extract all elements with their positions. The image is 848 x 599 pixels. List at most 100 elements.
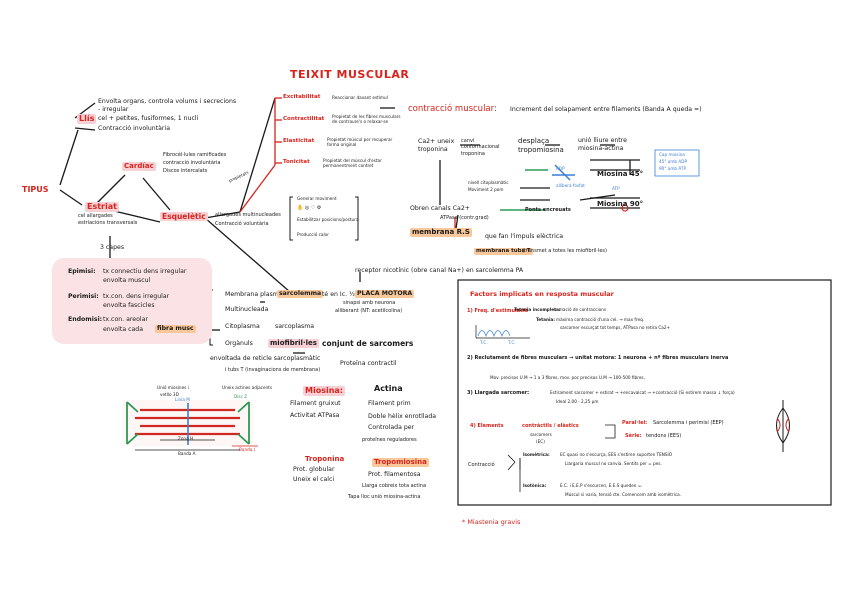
allibera-fosfat: allibera fosfat: [556, 183, 585, 188]
sinapsi-label: sinapsi amb neurona: [343, 300, 396, 306]
sarcolemma-label: sarcolemma: [277, 290, 324, 298]
isometrica-desc: Llargaria muscul no canvia. Sentits per …: [565, 461, 662, 466]
cardiac-label: Cardíac: [122, 162, 156, 171]
banda-i-label: Banda I: [239, 447, 255, 452]
moviment-line: Estabilitzar posicions/postura: [297, 217, 359, 222]
factor-1b-desc: sarcomer escurçat tot temps, ATPasa no r…: [560, 325, 671, 330]
miastenia-note: * Miastenia gravis: [462, 518, 521, 526]
propietat-name: Tonicitat: [283, 159, 310, 165]
membrana-tubs: membrana tubs T: [474, 248, 533, 255]
contraccio-desc: Increment del solapament entre filaments…: [510, 106, 702, 113]
troponina-desc: Uneix el calci: [293, 476, 335, 483]
arrow-tipus-llis: [59, 129, 79, 186]
tropomiosina-label: Tropomiosina: [372, 458, 429, 467]
ca-troponina: Ca2+ uneix troponina: [418, 138, 455, 153]
isotonica-desc: Múscul si varia, tensió cte. Comencem am…: [565, 492, 682, 497]
epimisi-label: Epimisi:: [68, 268, 96, 275]
miosina-label: Miosina:: [303, 386, 345, 396]
sarcoplasma-label: sarcoplasma: [275, 323, 315, 330]
epimisi-desc: envolta muscul: [103, 277, 151, 284]
cardiac-desc: contracció involuntària: [163, 160, 221, 166]
linia-m-label: Línia M: [175, 397, 190, 402]
atp-label: ATP: [612, 186, 620, 191]
receptor-note: receptor nicotínic (obre canal Na+) en s…: [355, 267, 524, 274]
tipus-label: TIPUS: [22, 185, 49, 194]
contraccio-label: contracció muscular:: [408, 104, 497, 114]
canvi-conformacional: canvi conformacional troponina: [461, 138, 500, 157]
factors-title: Factors implicats en resposta muscular: [470, 290, 614, 298]
actina-desc: Doble hèlix enrotllada: [368, 413, 437, 420]
impuls-label: que fan l'impuls elèctrica: [485, 233, 564, 240]
propietat-desc: Reaccionar davant estímul: [332, 95, 388, 100]
endomisi-desc: tx.con. areolar: [103, 316, 148, 323]
propietat-desc: Propietat del múscul d'estar permanentme…: [323, 158, 382, 169]
factor-3-ideal: Ideal 2,00 - 2,25 μm: [556, 399, 599, 404]
multinucleada-label: Multinucleada: [225, 306, 269, 313]
perimisi-desc: envolta fascicles: [103, 302, 155, 309]
contraccio-type-label: Contracció: [468, 462, 495, 468]
citoplasma-label: Citoplasma: [225, 323, 260, 330]
llis-desc: Contracció involuntària: [98, 125, 170, 132]
propietat-desc: Propietat de les fibres musculars de con…: [332, 114, 401, 125]
arrow-tipus-estriat: [59, 189, 83, 206]
banda-a-label: Banda A: [178, 451, 196, 456]
moviment-line: Producció calor: [297, 232, 329, 237]
sarcomer-note: vetllo 3D: [160, 392, 179, 397]
isotonica-desc: E.C. i E.E.P s'escurcen, E.E.S queden =.: [560, 483, 643, 488]
llis-desc: Envolta organs, controla volums i secrec…: [98, 98, 237, 105]
ec-label: (EC): [536, 439, 545, 444]
sarcomer-note: Unió miosines i: [157, 385, 189, 390]
actina-desc: proteïnes reguladores: [362, 437, 417, 443]
propietat-desc: Propietat múscul per recuperar forma ori…: [327, 137, 393, 148]
propietat-name: Elasticitat: [283, 138, 315, 144]
moviment-icons: ✋ ◎ ♡ ⚙: [297, 205, 322, 211]
moviment-pom: Moviment 2 pom: [468, 187, 504, 192]
miosina-desc: Activitat ATPasa: [290, 412, 340, 419]
actina-desc: Controlada per: [368, 424, 415, 431]
miosina45: Miosina 45°: [597, 170, 644, 178]
obren-canals: Obren canals Ca2+: [410, 205, 470, 212]
esqueletic-desc: Contracció voluntària: [215, 221, 269, 227]
cardiac-desc: Fibrocèl·lules ramificades: [163, 152, 227, 158]
paralel-label: Paral·lel:: [622, 420, 648, 426]
box-note: 90° amb ATP: [659, 166, 687, 171]
adp-label: ADP: [556, 166, 565, 171]
conjunt-sarcomers: conjunt de sarcomers: [322, 339, 414, 348]
actina-label: Actina: [374, 384, 403, 393]
factor-3: 3) Llargada sarcomer:: [467, 390, 530, 396]
factor-2-desc: Mov. precisos U.M → 1 a 3 fibres, mov. p…: [490, 375, 645, 380]
factor-1b: Tetania:: [536, 317, 555, 322]
nivell-label: nivell citoplasmàtic: [468, 180, 509, 185]
miosina-desc: Filament gruixut: [290, 400, 341, 407]
llis-desc: cel + petites, fusiformes, 1 nucli: [98, 115, 199, 122]
tropomiosina-desc: Llarga cobreix tota actina: [362, 483, 427, 489]
membrana-rs: membrana R.S: [410, 228, 472, 237]
tc-label: T.C.: [480, 340, 488, 345]
propietat-name: Excitabilitat: [283, 94, 321, 100]
cardiac-desc: Discos intercalats: [163, 168, 208, 174]
factor-1b-desc: màxima contracció d'una cel. → max freq.: [556, 317, 645, 322]
perimisi-label: Perimisi:: [68, 293, 99, 300]
estriat-label: Estriat: [85, 202, 119, 212]
perimisi-desc: tx.con. dens irregular: [103, 293, 170, 300]
alliberant-label: alliberant (NT: acetilcolina): [335, 308, 403, 314]
factor-4: 4) Elements: [470, 423, 504, 429]
sarcomers-label: sarcomers: [530, 432, 552, 437]
isometrica-label: Isomètrica:: [523, 452, 550, 457]
box-note: 45° amb ADP: [659, 159, 688, 164]
actina-desc: Filament prim: [368, 400, 411, 407]
factor-2: 2) Reclutament de fibres musculars → uni…: [467, 355, 729, 361]
estriat-desc: cel allargades: [78, 213, 113, 219]
desplaca-tropomiosina: desplaça tropomiosina: [518, 137, 564, 154]
tc-label: T.C.: [508, 340, 516, 345]
transmet-label: (transmet a totes les miofibril·les): [522, 248, 607, 254]
unio-lliure: unió lliure entre miosina-actina: [578, 137, 627, 152]
esqueletic-desc: allargades multinucleades: [215, 212, 281, 218]
tropomiosina-desc: Prot. filamentosa: [368, 471, 421, 478]
zona-h-label: Zona H: [178, 436, 194, 441]
factor-1: 1) Freq. d'estimulació: [467, 308, 529, 314]
esqueletic-label: Esquelètic: [160, 212, 208, 222]
epimisi-desc: tx connectiu dens irregular: [103, 268, 187, 275]
factor-1a-desc: sumació de contraccions: [554, 307, 607, 312]
